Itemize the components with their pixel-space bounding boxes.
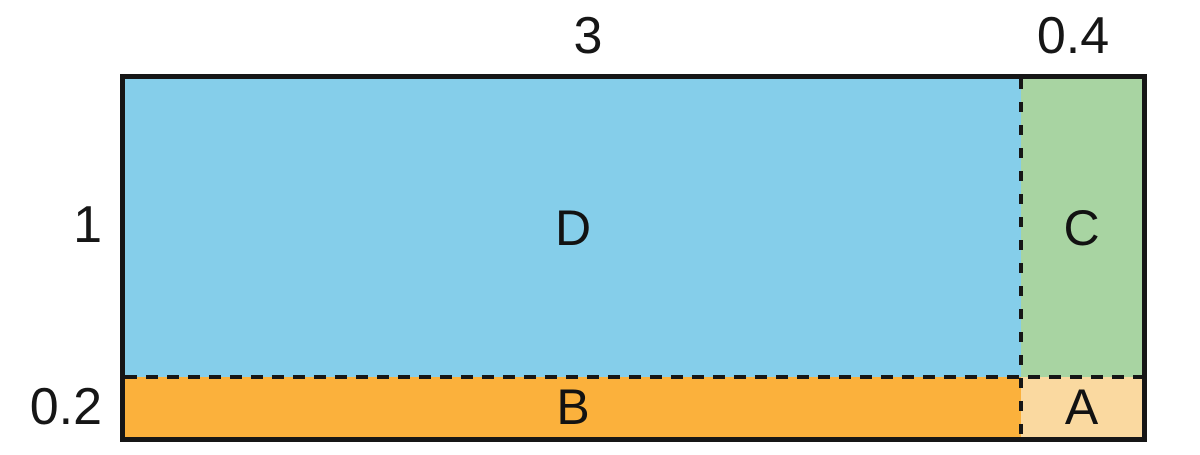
top-length-label-0-4: 0.4 — [1036, 7, 1110, 65]
region-C: C — [1021, 79, 1142, 377]
region-C-label: C — [1063, 200, 1100, 256]
region-D-label: D — [554, 200, 592, 256]
area-rectangle: D C B A — [120, 74, 1147, 442]
region-A-label: A — [1064, 379, 1099, 435]
side-length-label-0-2: 0.2 — [29, 378, 102, 436]
side-length-label-1: 1 — [73, 196, 102, 254]
top-length-label-3: 3 — [573, 7, 603, 65]
region-B-label: B — [556, 379, 590, 435]
region-D: D — [125, 79, 1021, 377]
region-A: A — [1021, 377, 1142, 437]
region-B: B — [125, 377, 1021, 437]
